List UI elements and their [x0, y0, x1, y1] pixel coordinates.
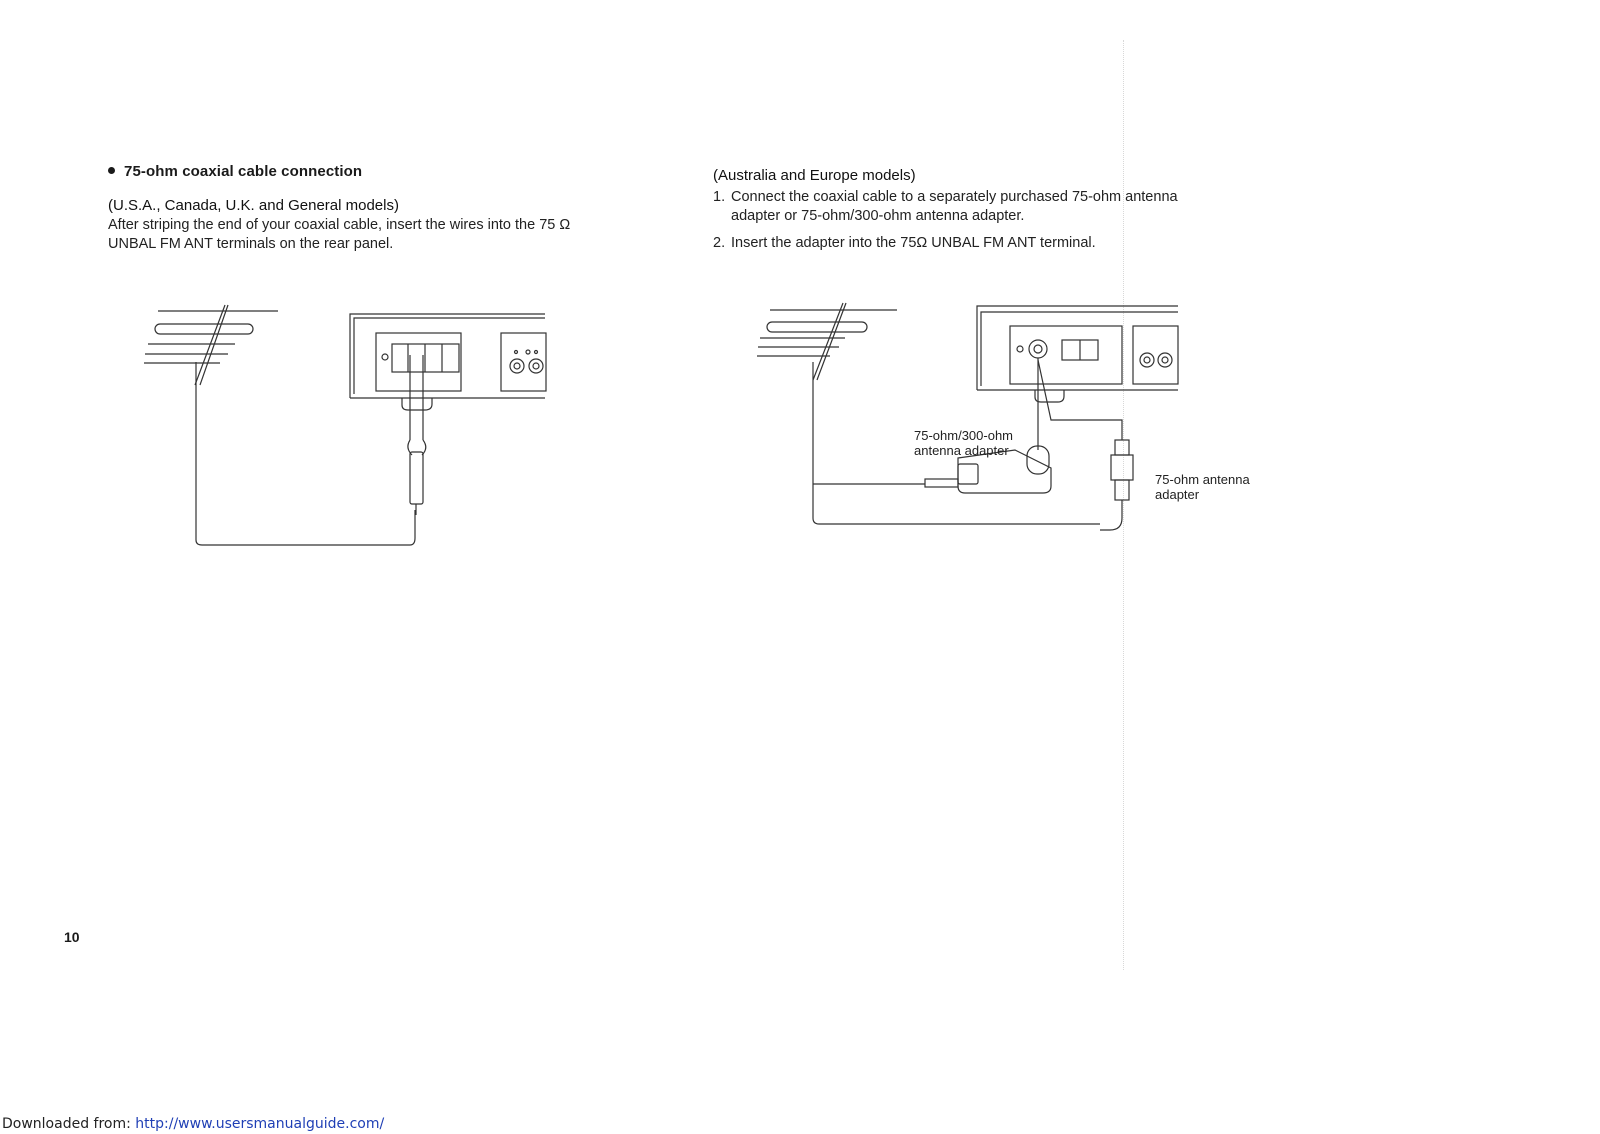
section-heading: 75-ohm coaxial cable connection	[108, 163, 362, 180]
step-number: 2.	[713, 235, 726, 251]
adapter-300-label: 75-ohm/300-ohm antenna adapter	[914, 428, 1013, 458]
fm-antenna-icon	[757, 302, 1100, 525]
instruction-step-1: 1. Connect the coaxial cable to a separa…	[713, 188, 1273, 226]
instruction-steps: 1. Connect the coaxial cable to a separa…	[713, 188, 1273, 261]
fm-antenna-icon	[144, 304, 416, 546]
instruction-step-2: 2. Insert the adapter into the 75Ω UNBAL…	[713, 234, 1273, 253]
step-line: adapter or 75-ohm/300-ohm antenna adapte…	[731, 208, 1025, 224]
step-number: 1.	[713, 189, 726, 205]
tuner-rear-panel-icon	[976, 305, 1179, 403]
coaxial-connection-diagram	[144, 304, 547, 546]
bullet-icon	[108, 166, 115, 174]
75-300-ohm-adapter-icon	[924, 358, 1052, 494]
left-paragraph-line-2: UNBAL FM ANT terminals on the rear panel…	[108, 236, 394, 252]
75-ohm-adapter-icon	[1037, 359, 1134, 531]
left-paragraph: After striping the end of your coaxial c…	[108, 216, 570, 254]
adapter-connection-diagram	[757, 302, 1179, 531]
left-subheading: (U.S.A., Canada, U.K. and General models…	[108, 197, 399, 214]
footer-prefix: Downloaded from:	[2, 1116, 136, 1132]
adapter-300-label-line-1: 75-ohm/300-ohm	[914, 428, 1013, 443]
adapter-300-label-line-2: antenna adapter	[914, 443, 1009, 458]
left-paragraph-line-1: After striping the end of your coaxial c…	[108, 217, 571, 233]
adapter-75-label-line-1: 75-ohm antenna	[1155, 472, 1250, 487]
section-heading-text: 75-ohm coaxial cable connection	[124, 163, 363, 180]
step-line: Insert the adapter into the 75Ω UNBAL FM…	[731, 235, 1096, 251]
adapter-75-label-line-2: adapter	[1155, 487, 1200, 502]
page-number: 10	[64, 929, 80, 945]
step-line: Connect the coaxial cable to a separatel…	[731, 189, 1178, 205]
adapter-75-label: 75-ohm antenna adapter	[1155, 472, 1250, 502]
download-footer: Downloaded from: http://www.usersmanualg…	[2, 1116, 384, 1132]
tuner-rear-panel-icon	[349, 313, 547, 411]
coaxial-cable-icon	[407, 355, 427, 515]
right-subheading: (Australia and Europe models)	[713, 167, 916, 184]
page-fold-line	[1123, 40, 1124, 970]
footer-link[interactable]: http://www.usersmanualguide.com/	[135, 1116, 385, 1132]
